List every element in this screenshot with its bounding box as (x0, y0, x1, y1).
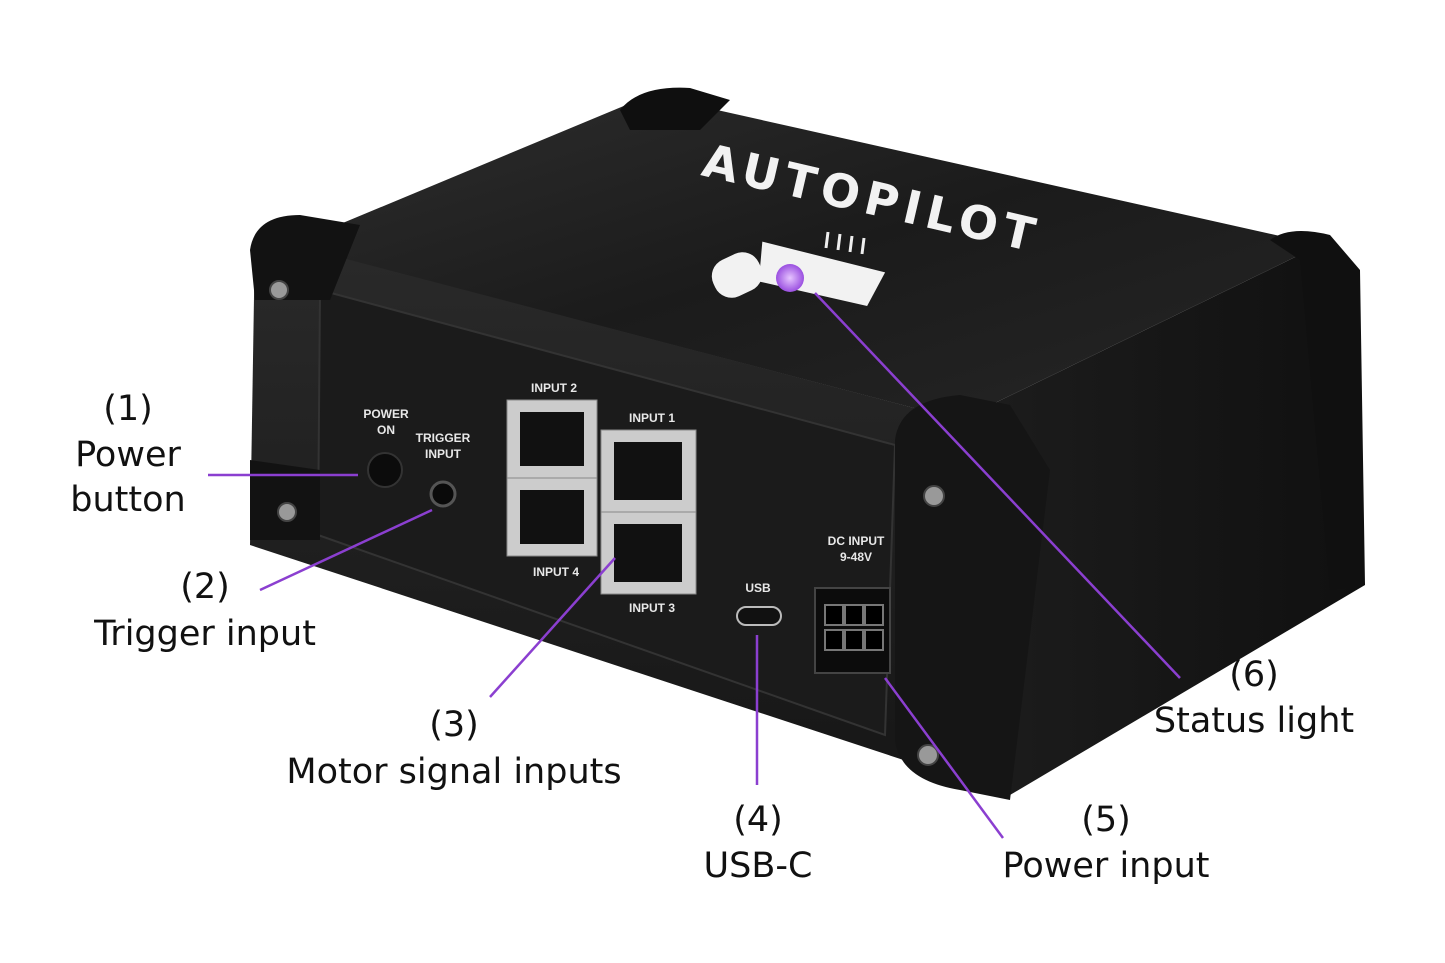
callout-line-3 (489, 557, 616, 698)
usb-label: USB (745, 581, 771, 595)
callout-line-5 (883, 677, 1005, 839)
callout-2-number: (2) (180, 567, 230, 607)
side-face (960, 245, 1365, 795)
screw-icon (917, 744, 939, 766)
power-label: POWER (363, 407, 409, 421)
end-cap-left-bottom (250, 460, 320, 540)
callout-3-label: Motor signal inputs (286, 752, 621, 792)
callout-1-number: (1) (103, 389, 153, 429)
callout-6-label: Status light (1154, 701, 1354, 741)
input-4-label: INPUT 4 (533, 565, 579, 579)
screw-icon (277, 502, 297, 522)
dc-power-connector[interactable] (814, 587, 891, 674)
callout-4-label: USB-C (704, 846, 813, 886)
end-cap-left-top (250, 215, 360, 300)
callout-1-label-2: button (70, 480, 185, 520)
callout-4-number: (4) (733, 800, 783, 840)
end-cap-right-back (1270, 231, 1365, 590)
rj45-ports (506, 399, 697, 595)
callout-5-label: Power input (1003, 846, 1210, 886)
trigger-label: TRIGGER (416, 431, 471, 445)
power-button[interactable] (367, 452, 403, 488)
callout-lines (208, 292, 1181, 839)
input-1-label: INPUT 1 (629, 411, 675, 425)
trigger-input-jack[interactable] (429, 480, 457, 508)
callout-1-label: Power (75, 435, 181, 475)
screw-icon (269, 280, 289, 300)
callout-3-number: (3) (429, 705, 479, 745)
screw-icon (923, 485, 945, 507)
callout-line-6 (814, 292, 1181, 679)
dc-input-voltage: 9-48V (840, 550, 872, 564)
callout-5-number: (5) (1081, 800, 1131, 840)
dc-input-label: DC INPUT (828, 534, 885, 548)
input-2-label: INPUT 2 (531, 381, 577, 395)
usb-c-port[interactable] (736, 606, 782, 626)
status-light (776, 264, 804, 292)
callout-2-label: Trigger input (93, 614, 316, 654)
brand-logo-icon (711, 231, 886, 306)
end-cap-back-top (620, 87, 730, 130)
callout-line-2 (259, 508, 433, 592)
power-label-2: ON (377, 423, 395, 437)
trigger-label-2: INPUT (425, 447, 462, 461)
callout-6-number: (6) (1229, 655, 1279, 695)
input-3-label: INPUT 3 (629, 601, 675, 615)
